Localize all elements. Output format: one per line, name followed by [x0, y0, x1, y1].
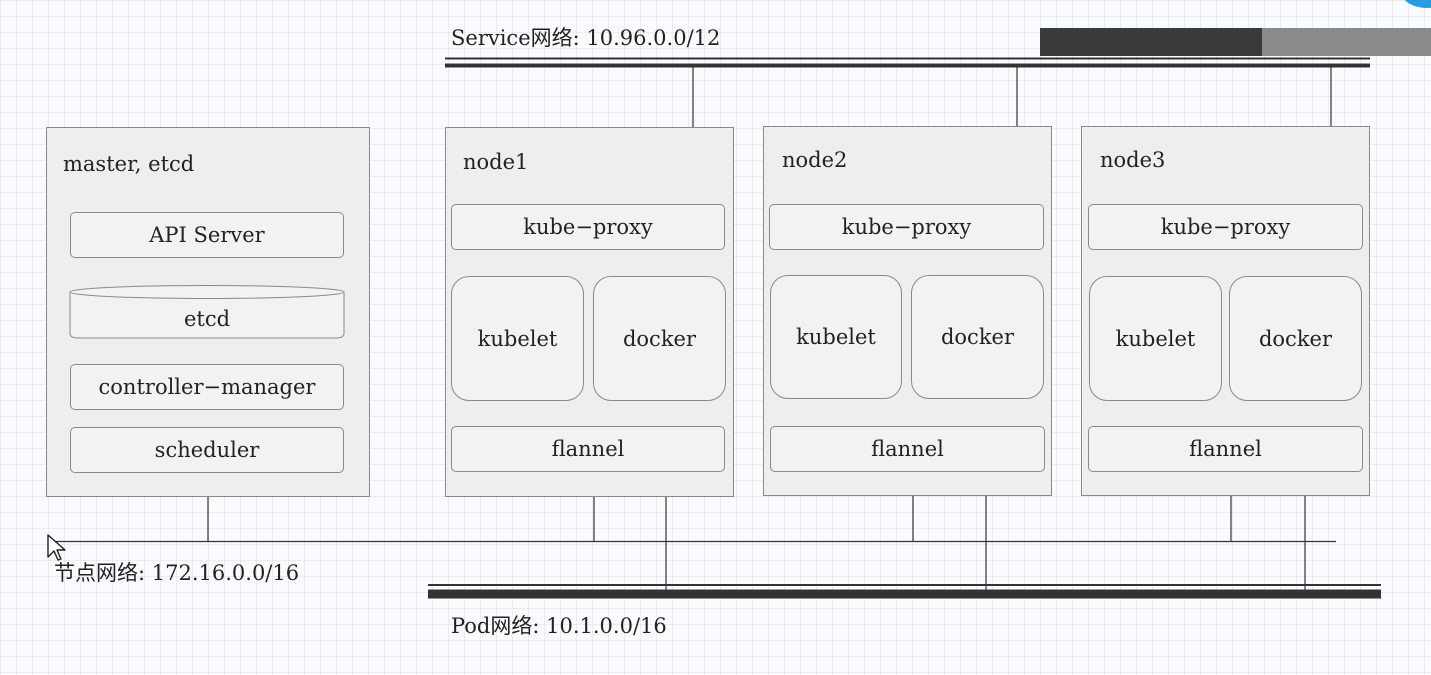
corner-accent[interactable]	[1402, 0, 1431, 8]
node1-kubelet: kubelet	[451, 276, 584, 401]
node1-kube-proxy: kube−proxy	[451, 204, 725, 250]
master-title: master, etcd	[63, 152, 195, 176]
node3-kube-proxy: kube−proxy	[1088, 204, 1363, 250]
node2-kube-proxy: kube−proxy	[769, 204, 1044, 250]
node2-title: node2	[782, 148, 848, 172]
node2-kubelet: kubelet	[770, 275, 902, 399]
scheduler: scheduler	[70, 427, 344, 473]
controller-manager: controller−manager	[70, 364, 344, 410]
overlay-bar-gray	[1262, 28, 1431, 56]
node3-flannel: flannel	[1088, 426, 1363, 472]
node3-kubelet: kubelet	[1089, 276, 1222, 401]
node-network-label: 节点网络: 172.16.0.0/16	[54, 561, 300, 585]
node1-flannel: flannel	[451, 426, 725, 472]
node2-flannel: flannel	[770, 426, 1045, 472]
etcd-cylinder	[69, 285, 345, 339]
node1-title: node1	[463, 150, 529, 174]
mouse-cursor-icon	[47, 534, 66, 561]
node3-docker: docker	[1229, 276, 1362, 401]
node1-docker: docker	[593, 276, 726, 401]
node2-docker: docker	[911, 275, 1044, 399]
api-server: API Server	[70, 212, 344, 258]
etcd-label: etcd	[183, 307, 231, 331]
overlay-bar-dark	[1040, 28, 1262, 56]
service-network-label: Service网络: 10.96.0.0/12	[451, 26, 721, 50]
pod-network-label: Pod网络: 10.1.0.0/16	[451, 614, 667, 638]
node3-title: node3	[1100, 148, 1166, 172]
